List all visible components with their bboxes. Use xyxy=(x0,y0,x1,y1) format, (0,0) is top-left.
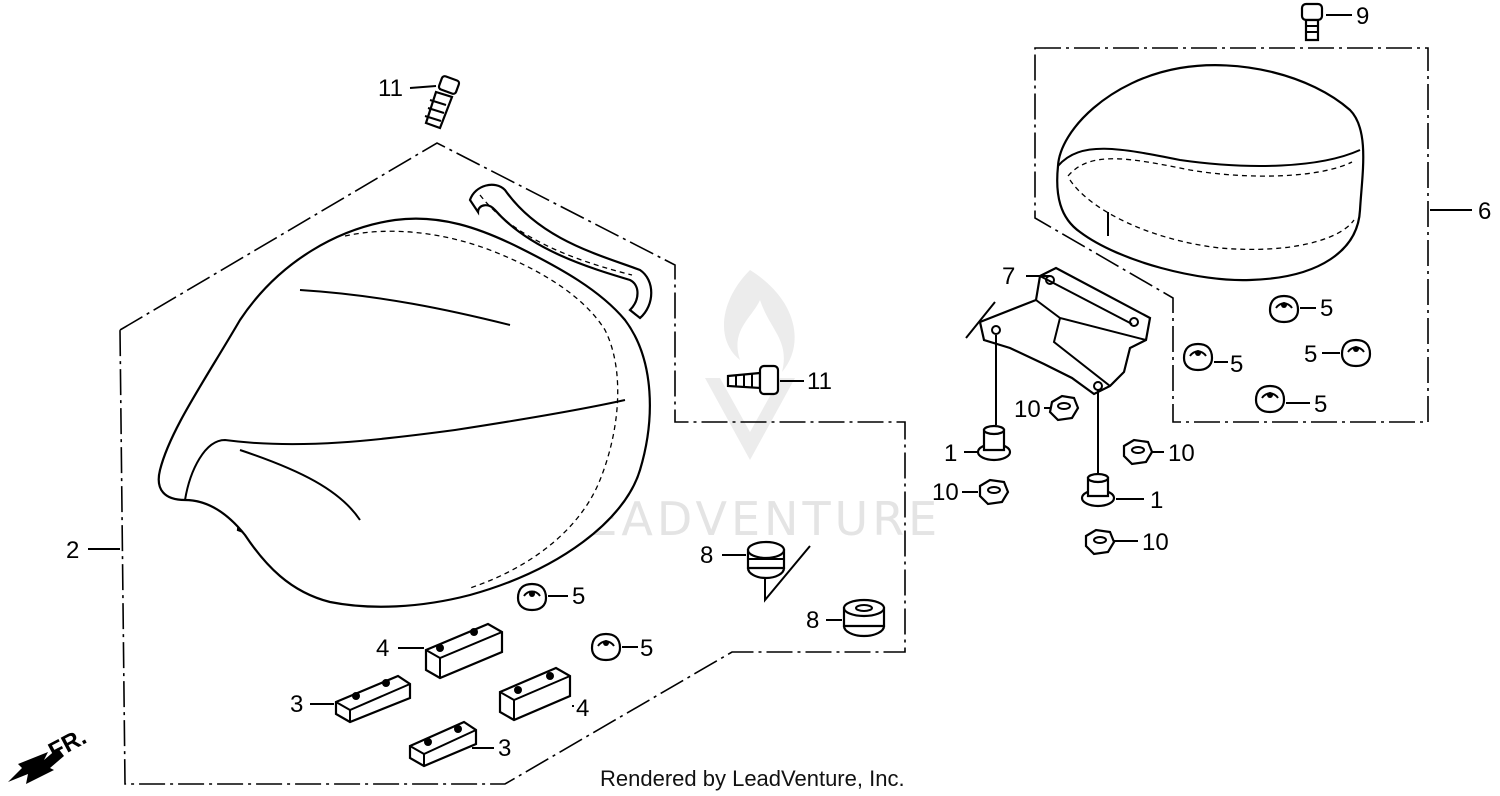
front-direction-arrow: FR. xyxy=(8,723,91,784)
nut-5-pillion-d xyxy=(1254,384,1286,414)
callout-7: 7 xyxy=(1002,263,1015,290)
callout-4-lower: 4 xyxy=(576,695,589,722)
main-seat-group-outline xyxy=(119,142,906,785)
nut-10-c xyxy=(978,478,1010,506)
pillion-group-outline xyxy=(1034,47,1429,423)
callout-9: 9 xyxy=(1356,3,1369,30)
callout-8-lower: 8 xyxy=(806,607,819,634)
nut-5-main-upper xyxy=(516,582,548,612)
pillion-seat xyxy=(1056,64,1365,282)
grommet-8-lower xyxy=(842,598,886,638)
callout-5-main-upper: 5 xyxy=(572,583,585,610)
callout-11-middle: 11 xyxy=(807,368,832,395)
callout-11-top: 11 xyxy=(378,75,403,102)
watermark: LEADVENTURE xyxy=(559,270,937,546)
rubber-4-upper xyxy=(424,622,504,680)
callout-6: 6 xyxy=(1478,198,1491,225)
rubber-3-upper xyxy=(334,674,412,724)
bolt-11-middle xyxy=(726,364,780,396)
callout-5-pillion-b: 5 xyxy=(1304,341,1317,368)
callout-3-upper: 3 xyxy=(290,691,303,718)
collar-1-b xyxy=(1080,472,1116,508)
callout-5-pillion-c: 5 xyxy=(1230,351,1243,378)
callout-10-c: 10 xyxy=(932,479,959,506)
nut-5-main-lower xyxy=(590,632,622,662)
grommet-8-upper xyxy=(746,540,786,580)
credit-text: Rendered by LeadVenture, Inc. xyxy=(600,766,905,791)
collar-1-a xyxy=(976,424,1012,462)
nut-10-a xyxy=(1048,394,1080,422)
nut-5-pillion-b xyxy=(1340,338,1372,368)
callout-1-a: 1 xyxy=(944,440,957,467)
nut-5-pillion-a xyxy=(1268,294,1300,324)
callout-5-pillion-d: 5 xyxy=(1314,391,1327,418)
callout-5-main-lower: 5 xyxy=(640,635,653,662)
rubber-4-lower xyxy=(498,666,572,722)
rubber-3-lower xyxy=(408,720,478,768)
callout-5-pillion-a: 5 xyxy=(1320,295,1333,322)
bolt-9 xyxy=(1300,2,1324,42)
pillion-bracket-7 xyxy=(978,266,1152,396)
callout-3-lower: 3 xyxy=(498,735,511,762)
callout-10-b: 10 xyxy=(1168,440,1195,467)
nut-5-pillion-c xyxy=(1182,342,1214,372)
callout-8-upper: 8 xyxy=(700,542,713,569)
bolt-11-top xyxy=(424,75,461,130)
main-seat xyxy=(157,183,653,608)
nut-10-d xyxy=(1084,528,1116,556)
callout-2: 2 xyxy=(66,537,79,564)
callout-10-d: 10 xyxy=(1142,529,1169,556)
nut-10-b xyxy=(1122,438,1154,466)
callout-4-upper: 4 xyxy=(376,635,389,662)
callout-1-b: 1 xyxy=(1150,487,1163,514)
callout-10-a: 10 xyxy=(1014,396,1041,423)
